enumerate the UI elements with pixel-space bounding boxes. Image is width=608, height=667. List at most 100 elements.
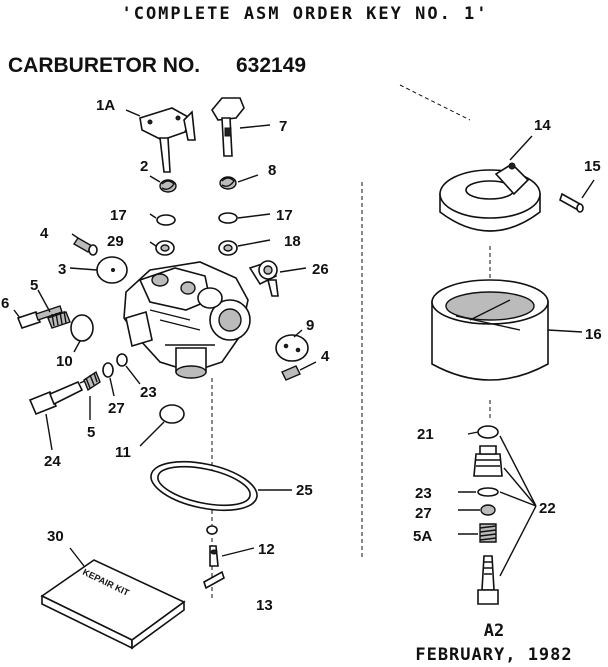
seal-part [155, 240, 175, 256]
callout-7: 7 [279, 118, 287, 135]
leader-8 [237, 174, 259, 183]
washer-part [156, 214, 176, 226]
washer-part-27 [102, 362, 114, 378]
carburetor-body-part [123, 261, 251, 379]
callout-9: 9 [306, 317, 314, 334]
needle-spring-part [83, 370, 101, 392]
callout-16: 16 [585, 326, 602, 343]
pin-part [559, 192, 584, 213]
leader-29 [149, 241, 157, 247]
leader-30 [69, 547, 85, 567]
page-title: 'COMPLETE ASM ORDER KEY NO. 1' [121, 4, 488, 24]
leader-21 [467, 431, 479, 435]
float-pin-part [206, 525, 219, 567]
callout-27a: 27 [108, 400, 125, 417]
callout-23b: 23 [415, 485, 432, 502]
spring-part [159, 179, 177, 193]
leader-16 [547, 329, 583, 333]
leader-4b [299, 361, 317, 371]
callout-30: 30 [47, 528, 64, 545]
page-code: A2 [484, 621, 504, 641]
callout-2: 2 [140, 158, 148, 175]
callout-27b: 27 [415, 505, 432, 522]
idle-screw-part [16, 305, 63, 329]
leader-24 [45, 413, 53, 451]
callout-24: 24 [44, 453, 61, 470]
screw-part [73, 237, 98, 256]
leader-5a [37, 289, 51, 313]
bowl-nut-part [477, 425, 499, 439]
callout-22: 22 [539, 500, 556, 517]
callout-5a: 5 [30, 277, 38, 294]
washer-part-b [218, 212, 238, 224]
leader-2 [149, 175, 161, 183]
callout-8: 8 [268, 162, 276, 179]
callout-21: 21 [417, 426, 434, 443]
callout-14: 14 [534, 117, 551, 134]
callout-11: 11 [115, 444, 131, 461]
main-needle-part [28, 376, 95, 416]
leader-6 [13, 309, 21, 319]
welch-plug-part [159, 404, 185, 424]
leader-12 [221, 547, 255, 557]
leader-26 [279, 267, 307, 273]
leader-22 [499, 435, 537, 577]
callout-13: 13 [256, 597, 273, 614]
leader-3 [69, 267, 98, 271]
throttle-plate-part [275, 334, 309, 362]
callout-18: 18 [284, 233, 301, 250]
leader-18 [237, 239, 271, 247]
leader-14 [509, 135, 533, 161]
callout-17b: 17 [276, 207, 293, 224]
callout-6: 6 [1, 295, 9, 312]
footer-date: FEBRUARY, 1982 [415, 645, 572, 665]
idle-spring-part [47, 310, 71, 329]
callout-17a: 17 [110, 207, 127, 224]
callout-12: 12 [258, 541, 275, 558]
clip-part [203, 570, 225, 590]
leader-27a [109, 377, 115, 397]
leader-17b [237, 213, 271, 219]
callout-15: 15 [584, 158, 601, 175]
callout-29: 29 [107, 233, 124, 250]
callout-23a: 23 [140, 384, 157, 401]
section-divider-diagonal [399, 84, 471, 121]
choke-shaft-part [211, 97, 245, 157]
air-cleaner-part [439, 162, 541, 232]
callout-4b: 4 [321, 348, 330, 365]
callout-4a: 4 [40, 225, 49, 242]
carburetor-number: 632149 [236, 54, 306, 77]
seal-part-18 [218, 240, 238, 256]
spring-part-8 [219, 176, 237, 190]
callout-1A: 1A [96, 97, 115, 114]
callout-25: 25 [296, 482, 313, 499]
washer-part-23b [477, 487, 499, 497]
callout-3: 3 [58, 261, 66, 278]
leader-17a [149, 213, 157, 219]
gasket-part [70, 314, 94, 342]
adjust-needle-part [477, 555, 499, 605]
callout-26: 26 [312, 261, 329, 278]
callout-5A: 5A [413, 528, 432, 545]
washer-part-27b [480, 504, 496, 516]
bowl-fitting-part [473, 445, 503, 477]
bowl-gasket-part [150, 460, 258, 512]
leader-10 [73, 340, 81, 353]
leader-9 [293, 329, 303, 338]
leader-4a [71, 233, 79, 239]
leader-11 [139, 421, 165, 447]
carburetor-label: CARBURETOR NO. [8, 54, 200, 77]
leader-15 [581, 179, 595, 199]
washer-part-23 [116, 353, 128, 367]
leader-7 [239, 124, 271, 129]
choke-plate-hole [111, 268, 115, 272]
float-bowl-part [431, 279, 549, 381]
callout-10: 10 [56, 353, 73, 370]
spring-part-5A [479, 523, 497, 543]
repair-kit-part: KEPAIR KIT [40, 559, 186, 650]
leader-1A [125, 109, 141, 117]
throttle-shaft-part [139, 107, 196, 173]
fuel-fitting-part [248, 260, 279, 297]
callout-5b: 5 [87, 424, 95, 441]
